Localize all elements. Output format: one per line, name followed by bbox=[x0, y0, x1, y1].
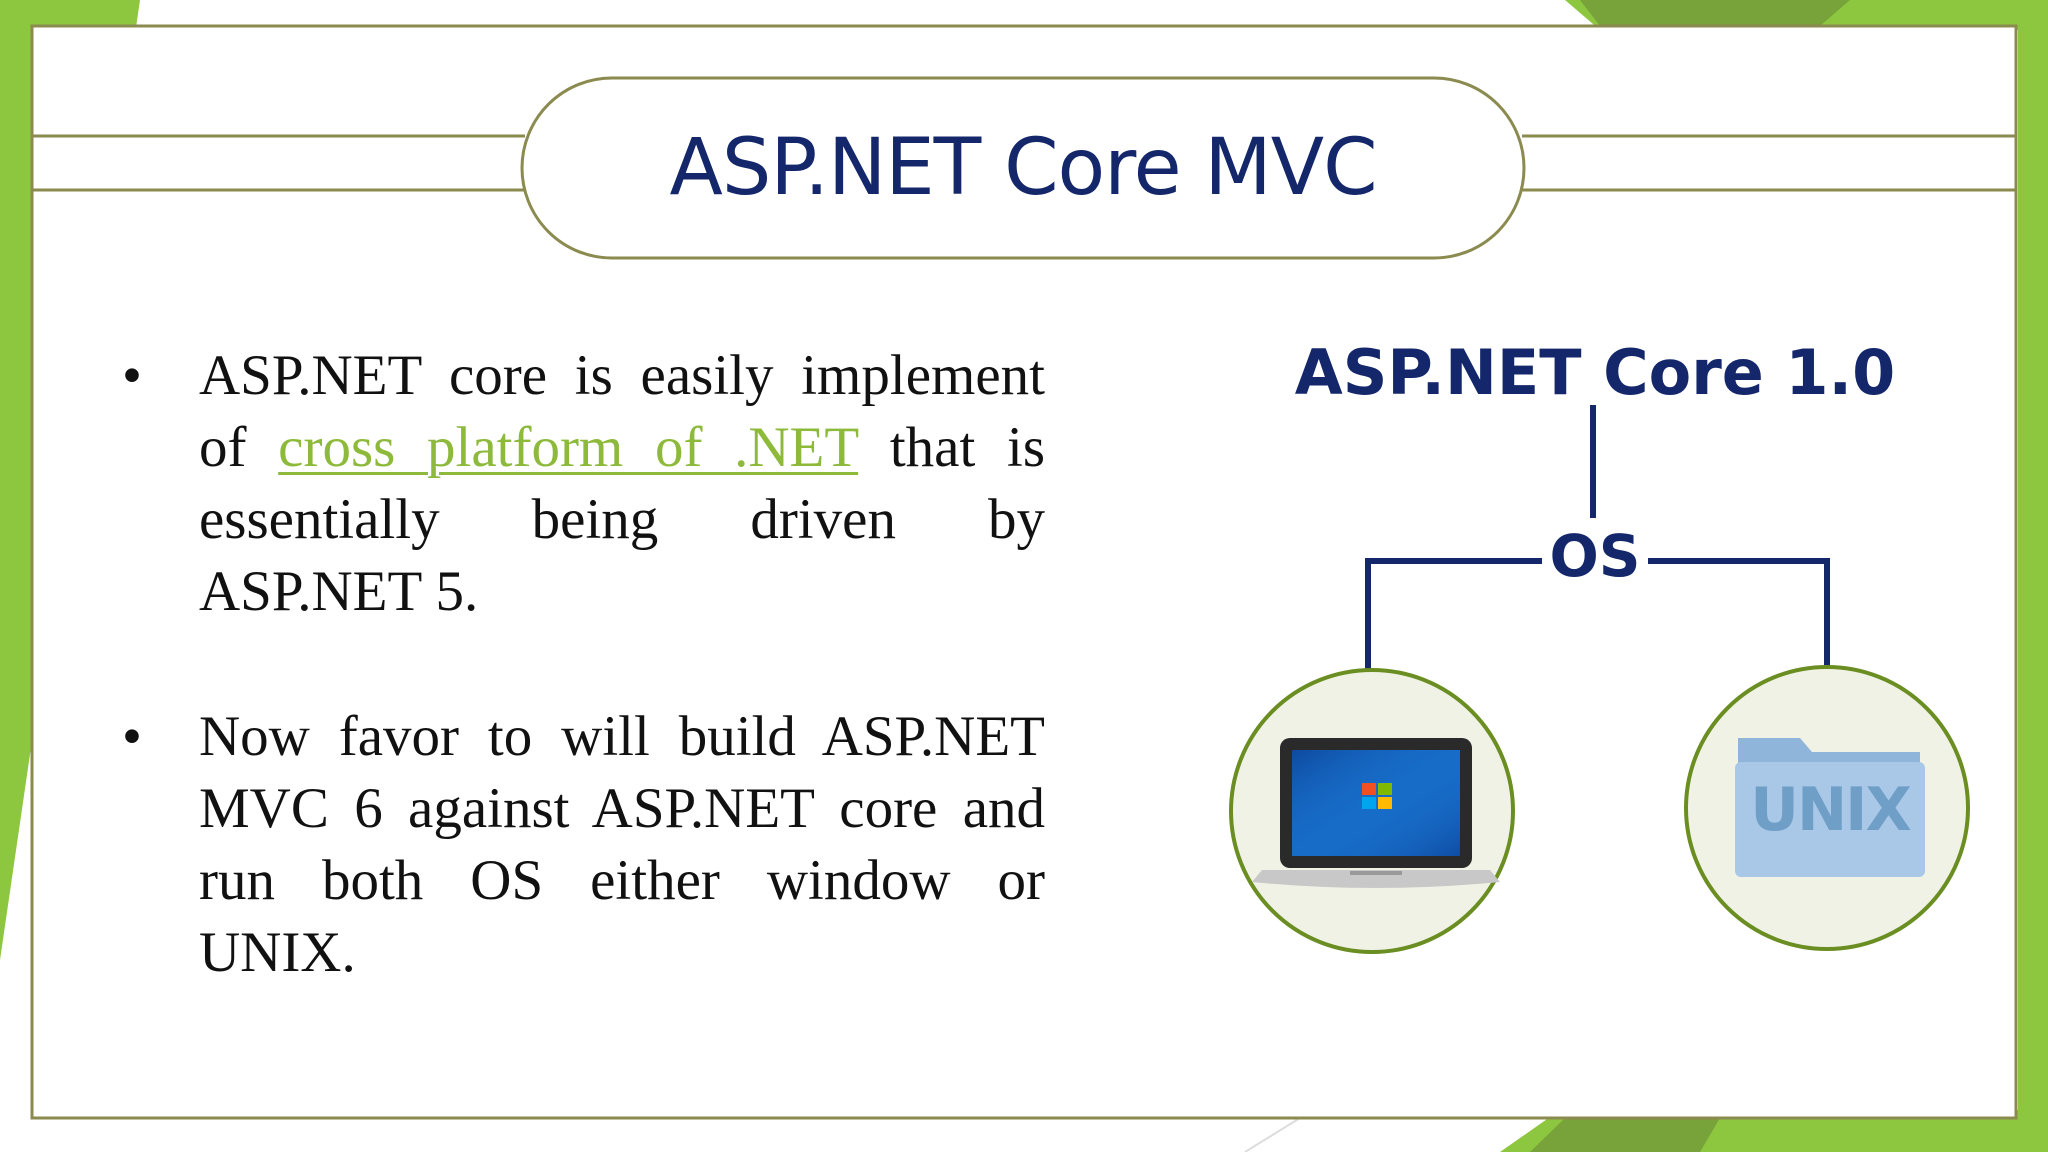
bullet-marker: • bbox=[122, 344, 142, 407]
bullet-list: • ASP.NET core is easily implement of cr… bbox=[110, 340, 1045, 1062]
right-green-stripe bbox=[2018, 0, 2048, 1152]
bullet-text-part: that is essentially being driven by ASP.… bbox=[199, 416, 1045, 623]
title-pill bbox=[520, 76, 1526, 260]
right-branch-connector bbox=[1648, 558, 1830, 672]
bullet-item: • Now favor to will build ASP.NET MVC 6 … bbox=[110, 701, 1045, 989]
left-branch-connector bbox=[1365, 558, 1542, 675]
bullet-marker: • bbox=[122, 705, 142, 768]
unix-folder-label: UNIX bbox=[1750, 775, 1912, 845]
cross-platform-link[interactable]: cross platform of .NET bbox=[278, 416, 859, 479]
bullet-item: • ASP.NET core is easily implement of cr… bbox=[110, 340, 1045, 628]
bottom-faint-line bbox=[1244, 1117, 1301, 1152]
bullet-text-part: ASP.NET core is easily implement of bbox=[199, 344, 1045, 479]
diagram-root-label: ASP.NET Core 1.0 bbox=[1294, 336, 1896, 409]
diagram-branch-label: OS bbox=[1549, 522, 1641, 590]
bottom-right-green-accent-dark bbox=[1530, 1118, 1720, 1152]
top-right-green-accent-dark bbox=[1580, 0, 1850, 26]
unix-folder-icon bbox=[1735, 738, 1925, 877]
bullet-text: Now favor to will build ASP.NET MVC 6 ag… bbox=[199, 705, 1045, 984]
windows-laptop-icon bbox=[1252, 738, 1500, 888]
slide-title: ASP.NET Core MVC bbox=[669, 123, 1377, 213]
